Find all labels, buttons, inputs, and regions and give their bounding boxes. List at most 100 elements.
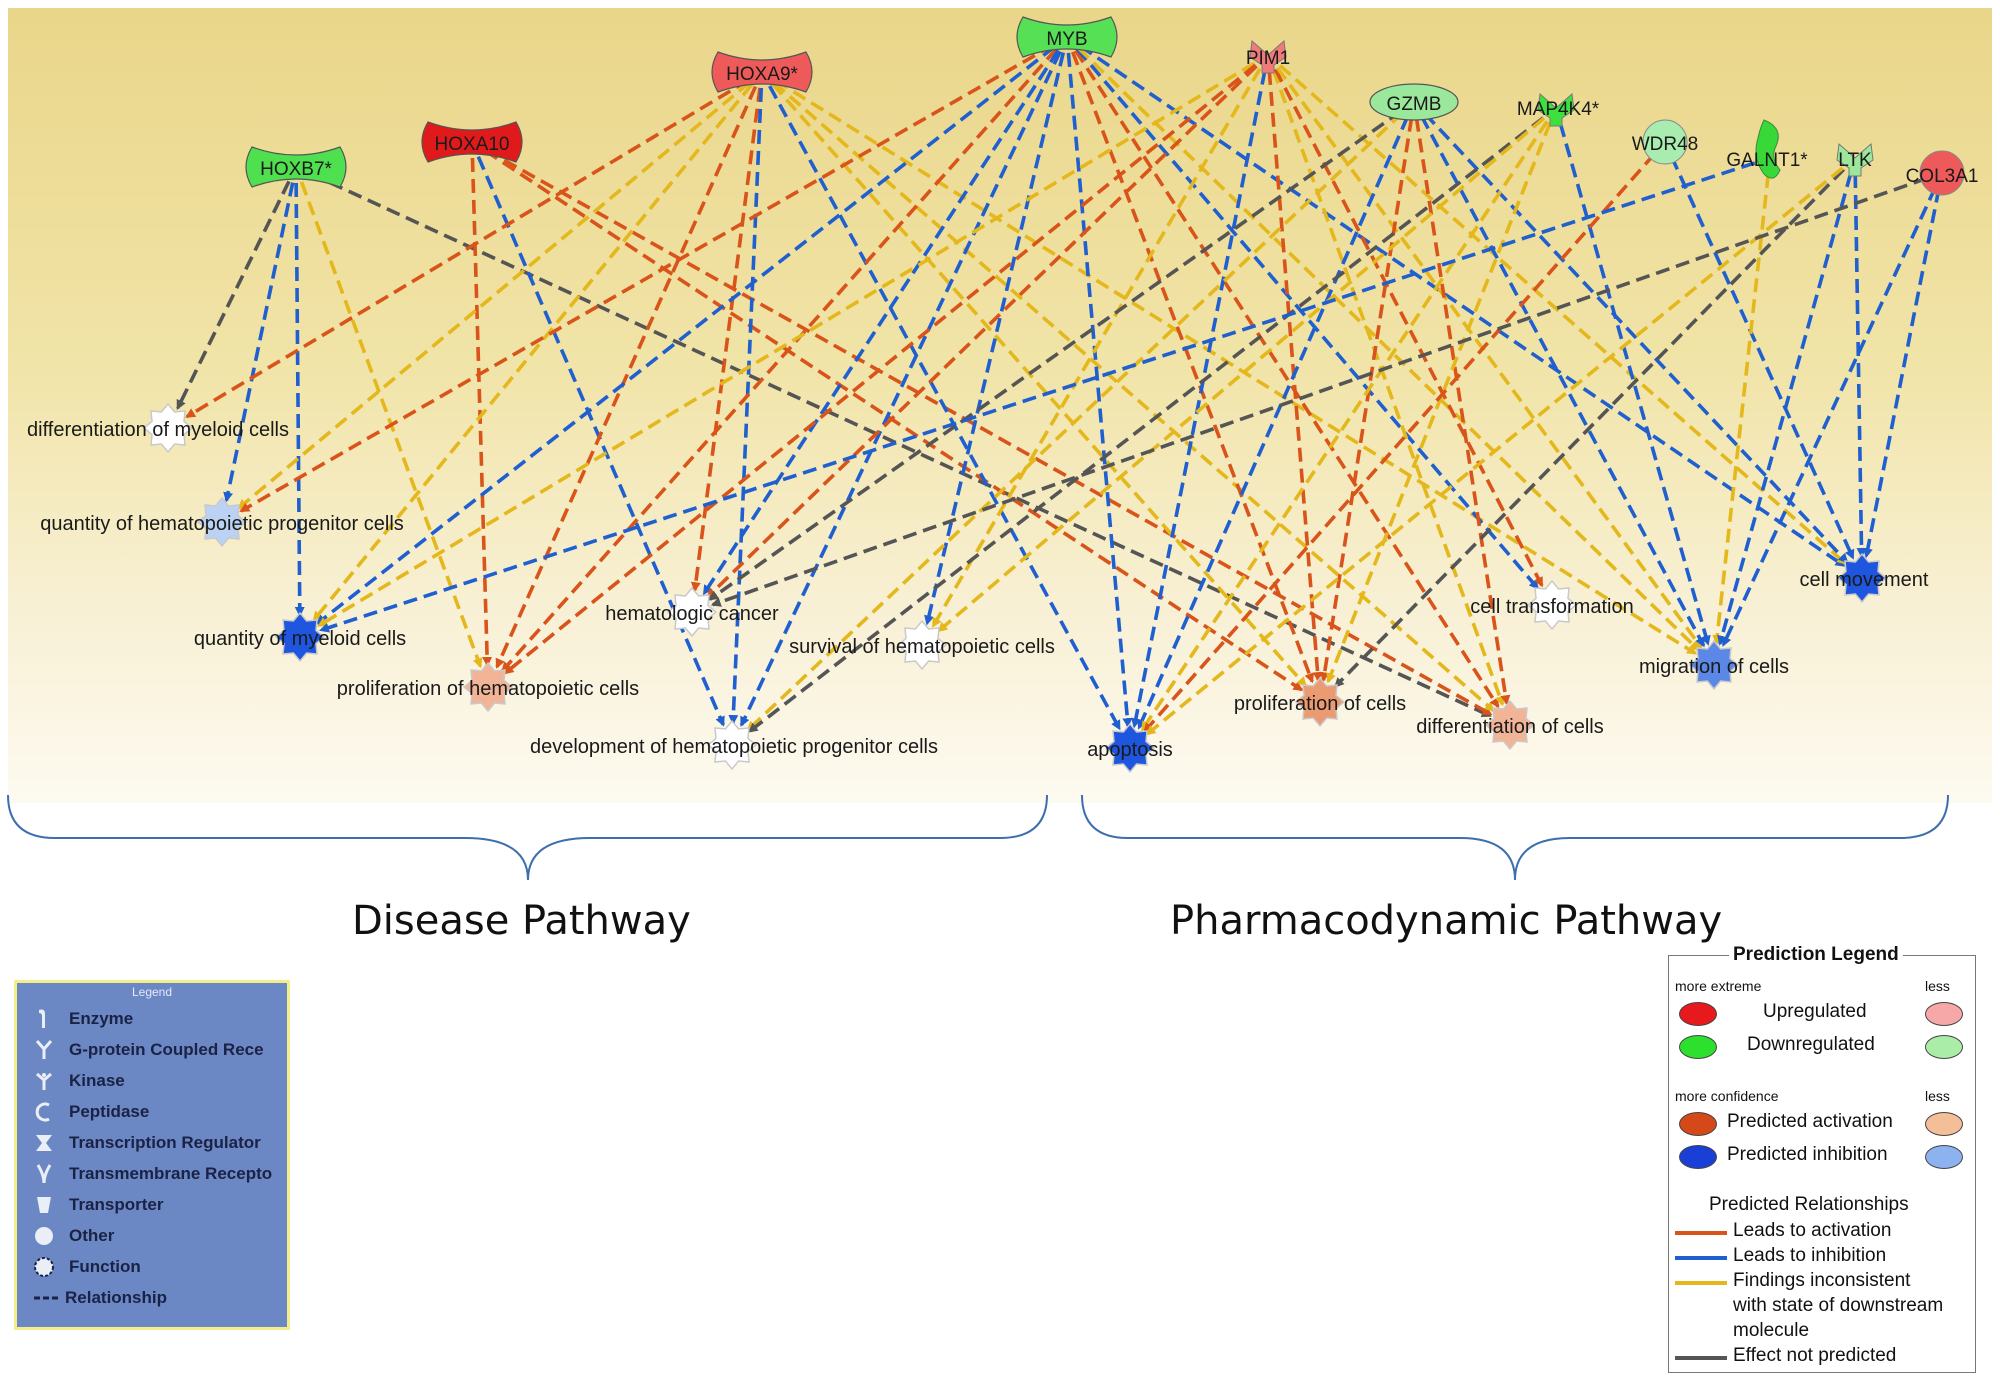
predicted-relationships-title: Predicted Relationships [1709,1194,1909,1215]
function-icon [1104,722,1156,774]
prediction-legend-title: Prediction Legend [1729,944,1903,966]
edge-blue-hoxb7-quant-myeloid [294,182,305,618]
edge-blue-myb-cell-movement [1079,44,1846,568]
function-node-quant-hpc[interactable]: quantity of hematopoietic progenitor cel… [40,496,404,548]
edge-yellow-hoxa9-migration [774,78,1698,655]
gene-label: HOXB7* [260,159,332,180]
legend-label: Other [69,1226,115,1245]
function-node-quant-myeloid[interactable]: quantity of myeloid cells [194,611,406,663]
function-node-migration[interactable]: migration of cells [1639,639,1789,691]
function-node-cell-transf[interactable]: cell transformation [1470,579,1634,631]
function-label: differentiation of myeloid cells [27,419,289,441]
function-node-diff-cells[interactable]: differentiation of cells [1416,699,1604,751]
function-icon [896,619,948,671]
edge-gray-hoxb7-diff-myeloid [176,180,291,411]
legend-item-other: Other [33,1222,114,1250]
function-label: cell movement [1800,569,1929,591]
edge-gray-gzmb-heme-cancer [708,109,1402,601]
edge-yellow-map4k4-prolif-cells [1326,122,1552,684]
transmembrane-receptor-icon [33,1163,55,1185]
edge-yellow-hoxa9-quant-hpc [237,80,751,510]
findings-inconsistent-label-3: molecule [1733,1320,1810,1341]
edge-blue-wdr48-cell-movement [1669,155,1855,560]
kinase-icon [1836,143,1874,177]
function-icon [196,496,248,548]
edge-yellow-hoxa9-prolif-cells [771,82,1307,688]
function-node-prolif-hema[interactable]: proliferation of hematopoietic cells [337,661,639,713]
upregulated-label: Upregulated [1763,1001,1867,1022]
legend-item-transporter: Transporter [33,1191,163,1219]
legend-label: Relationship [65,1288,168,1307]
function-label: proliferation of cells [1234,693,1406,715]
predicted-activation-label: Predicted activation [1727,1111,1893,1132]
edge-blue-hoxa10-dev-hpc [476,155,725,727]
function-icon [462,661,514,713]
gene-node-pim1[interactable]: PIM1 [1246,40,1290,74]
transcription-regulator-icon [33,1132,55,1154]
gene-node-hoxa9[interactable]: HOXA9* [711,51,813,93]
edge-blue-hoxa9-apoptosis [768,85,1122,731]
effect-not-predicted-line [1675,1356,1727,1360]
transcription-regulator-icon [711,51,813,93]
function-node-prolif-cells[interactable]: proliferation of cells [1234,676,1406,728]
activation-light-swatch [1925,1112,1963,1136]
edge-yellow-galnt1-migration [1712,173,1771,646]
edge-orange-wdr48-apoptosis [1143,152,1656,734]
function-node-heme-cancer[interactable]: hematologic cancer [605,586,779,638]
edge-yellow-gzmb-dev-hpc [746,111,1404,732]
edge-blue-hoxb7-quant-hpc [223,182,295,503]
edge-orange-pim1-heme-cancer [706,64,1258,599]
gene-node-wdr48[interactable]: WDR48 [1632,119,1699,165]
findings-inconsistent-label-2: with state of downstream [1733,1295,1944,1316]
edge-blue-map4k4-migration [1558,122,1711,646]
relationship-icon [33,1287,61,1309]
edge-blue-pim1-apoptosis [1130,70,1267,729]
function-node-cell-movement[interactable]: cell movement [1800,552,1929,604]
downregulated-label: Downregulated [1747,1034,1875,1055]
other-icon [33,1225,55,1247]
function-icon [1526,579,1578,631]
function-icon [1484,699,1536,751]
legend-label: Transporter [69,1195,164,1214]
legend-item-function: Function [33,1253,141,1281]
function-icon [274,611,326,663]
gene-node-hoxb7[interactable]: HOXB7* [245,146,347,188]
findings-inconsistent-line [1675,1281,1727,1285]
edge-yellow-ltk-apoptosis [1145,166,1844,736]
legend-item-transmembrane-receptor: Transmembrane Recepto [33,1160,272,1188]
gene-label: HOXA10 [435,134,510,155]
edge-orange-hoxa10-prolif-cells [484,149,1304,692]
edge-blue-gzmb-migration [1419,115,1706,648]
gene-node-col3a1[interactable]: COL3A1 [1906,150,1979,196]
edge-orange-hoxa10-diff-cells [485,148,1493,716]
function-node-apoptosis[interactable]: apoptosis [1087,722,1173,774]
edge-orange-hoxa9-diff-myeloid [185,78,750,419]
edge-yellow-map4k4-surv-hema [937,116,1545,633]
gene-node-hoxa10[interactable]: HOXA10 [421,121,523,163]
function-node-diff-myeloid[interactable]: differentiation of myeloid cells [27,402,289,454]
edge-orange-myb-prolif-hema [501,47,1058,673]
edge-orange-gzmb-diff-cells [1414,117,1511,706]
gene-node-gzmb[interactable]: GZMB [1369,83,1459,121]
activation-strong-swatch [1679,1112,1717,1136]
gene-node-myb[interactable]: MYB [1016,16,1118,58]
edge-blue-col3a1-migration [1721,186,1937,647]
leads-activation-label: Leads to activation [1733,1220,1892,1241]
effect-not-predicted-label: Effect not predicted [1733,1345,1897,1366]
function-node-surv-hema[interactable]: survival of hematopoietic cells [789,619,1055,671]
legend-label: Transmembrane Recepto [69,1164,273,1183]
function-label: migration of cells [1639,656,1789,678]
gene-node-galnt1[interactable]: GALNT1* [1726,119,1808,179]
edge-gray-col3a1-heme-cancer [710,176,1928,607]
edge-yellow-hoxa9-diff-cells [772,81,1495,712]
edge-yellow-pim1-quant-myeloid [317,61,1256,628]
gene-node-map4k4[interactable]: MAP4K4* [1517,93,1600,127]
legend-title: Legend [131,985,173,999]
transcription-regulator-icon [1016,16,1118,58]
edge-orange-myb-diff-cells [1074,49,1500,709]
function-node-dev-hpc[interactable]: development of hematopoietic progenitor … [530,719,938,771]
function-label: quantity of hematopoietic progenitor cel… [40,513,404,535]
disease-pathway-label: Disease Pathway [352,898,691,944]
gene-node-ltk[interactable]: LTK [1836,143,1874,177]
